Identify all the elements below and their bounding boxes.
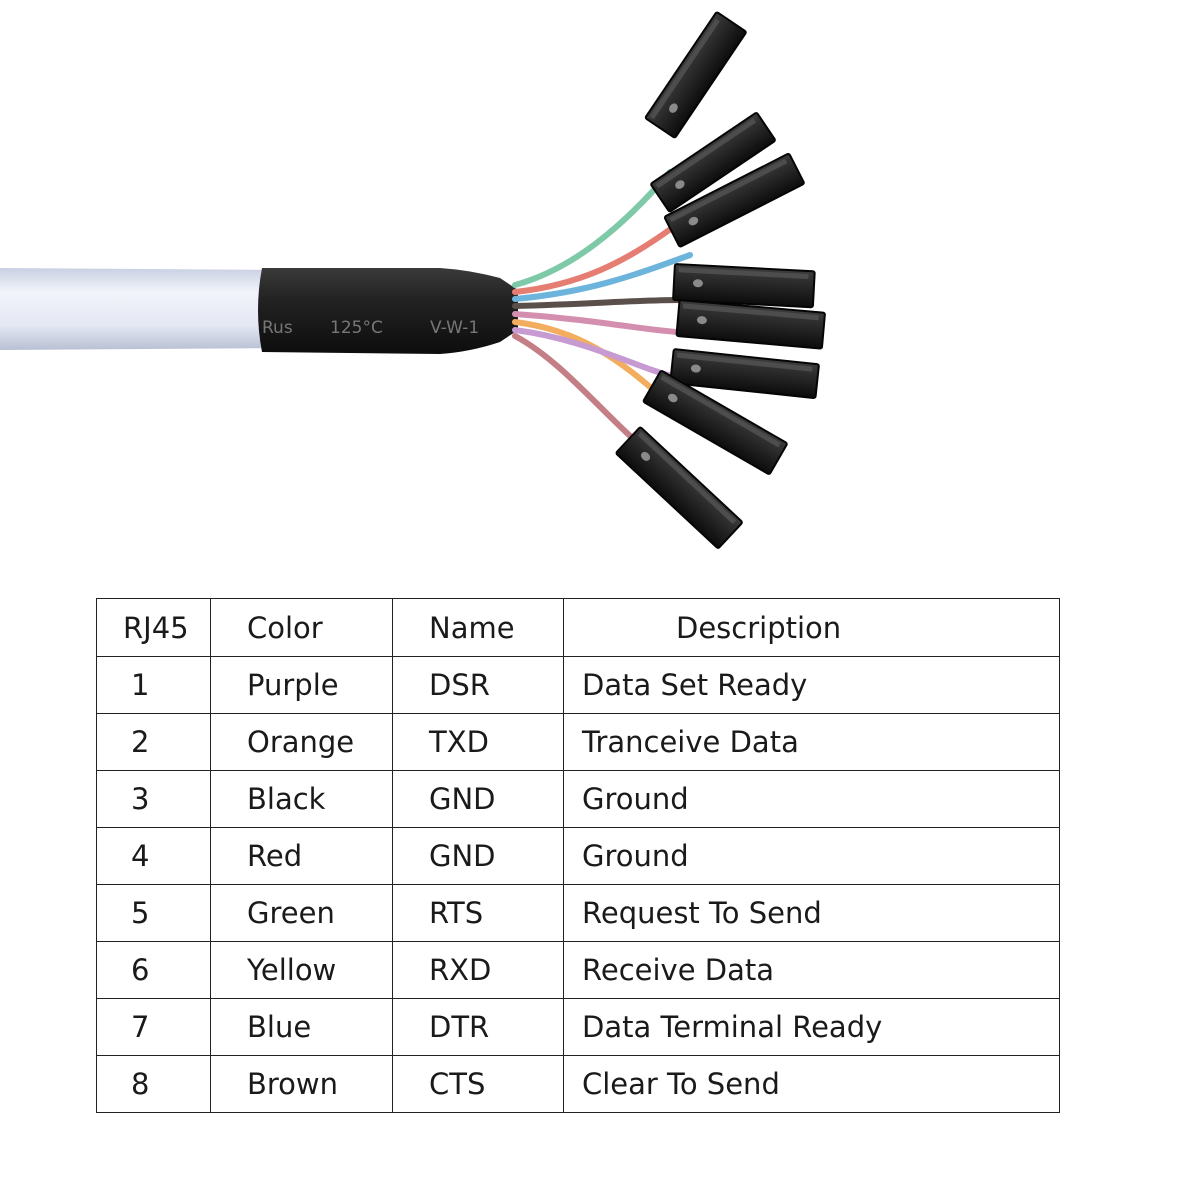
color-cell: Orange [210,713,393,771]
dupont-connector [672,263,816,309]
color-cell: Blue [210,998,393,1056]
wire [512,225,675,295]
name-cell: GND [392,770,564,828]
cert-mark-text: Rus [262,318,293,338]
header-rj45: RJ45 [96,598,211,657]
cable-jacket [0,268,290,350]
name-cell: CTS [392,1055,564,1113]
pin-cell: 5 [96,884,211,942]
pin-cell: 2 [96,713,211,771]
description-cell: Ground [563,770,1060,828]
description-cell: Ground [563,827,1060,885]
color-cell: Yellow [210,941,393,999]
heat-shrink [258,268,518,354]
dupont-connector [669,348,820,399]
pin-cell: 1 [96,656,211,714]
wire [512,252,693,302]
description-cell: Clear To Send [563,1055,1060,1113]
name-cell: GND [392,827,564,885]
temperature-text: 125°C [330,318,383,338]
dupont-connectors [615,11,826,549]
header-color: Color [210,598,393,657]
description-cell: Data Set Ready [563,656,1060,714]
dupont-connector [675,299,826,350]
wires [512,169,693,448]
name-cell: TXD [392,713,564,771]
wire [512,311,693,336]
header-name: Name [392,598,564,657]
name-cell: DSR [392,656,564,714]
name-cell: RTS [392,884,564,942]
wire [512,333,643,448]
description-cell: Receive Data [563,941,1060,999]
rating-text: V-W-1 [430,318,479,338]
color-cell: Green [210,884,393,942]
wire [512,169,673,288]
dupont-connector [642,370,788,475]
pin-cell: 8 [96,1055,211,1113]
header-description: Description [563,598,1060,657]
cable-photo: Rus 125°C V-W-1 [0,11,826,549]
table-header-row: RJ45 Color Name Description [96,598,1060,657]
pin-cell: 7 [96,998,211,1056]
color-cell: Purple [210,656,393,714]
pin-cell: 6 [96,941,211,999]
dupont-connector [644,11,747,139]
name-cell: RXD [392,941,564,999]
dupont-connector [663,152,805,248]
wire [512,297,683,309]
name-cell: DTR [392,998,564,1056]
dupont-connector [615,426,743,549]
description-cell: Request To Send [563,884,1060,942]
color-cell: Black [210,770,393,828]
pin-cell: 4 [96,827,211,885]
color-cell: Red [210,827,393,885]
pin-cell: 3 [96,770,211,828]
dupont-connector [650,112,776,213]
color-cell: Brown [210,1055,393,1113]
description-cell: Tranceive Data [563,713,1060,771]
description-cell: Data Terminal Ready [563,998,1060,1056]
